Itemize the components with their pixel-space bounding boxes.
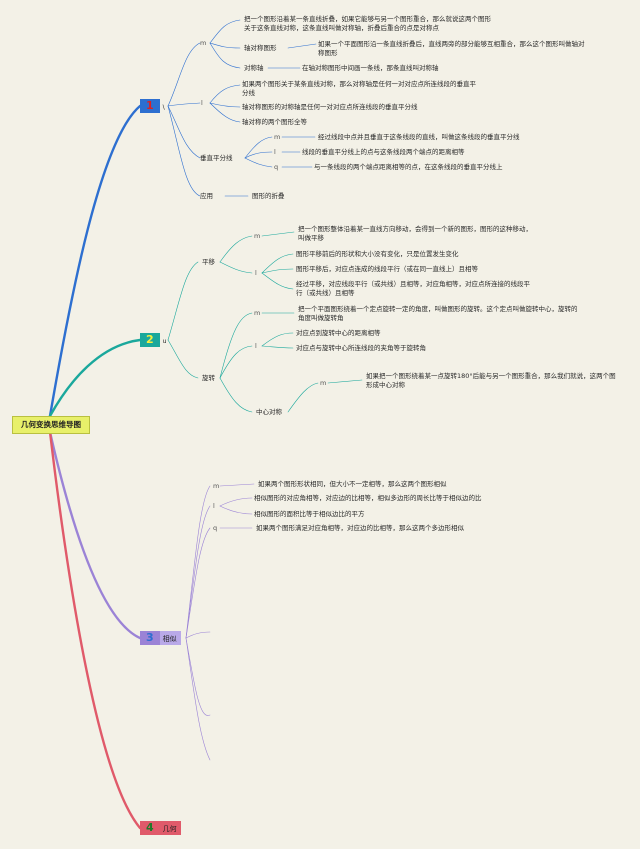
b1-axis-figure-label: 轴对称图形 [244, 44, 277, 52]
b2-translation-label: 平移 [202, 258, 215, 266]
b2-translation-property-3: 经过平移，对应线段平行（或共线）且相等，对应角相等，对应点所连接的线段平行（或共… [296, 280, 530, 297]
b3-similar-definition: 如果两个图形形状相同，但大小不一定相等，那么这两个图形相似 [258, 480, 447, 488]
b2-rot-marker-m: m [254, 309, 261, 317]
b2-translation-property-2: 图形平移后，对应点连成的线段平行（或在同一直线上）且相等 [296, 265, 478, 273]
b1-application-item: 图形的折叠 [252, 192, 285, 200]
branch-3-label: 相似 [162, 635, 177, 643]
b3-similar-criterion: 如果两个图形满足对应角相等，对应边的比相等，那么这两个多边形相似 [256, 524, 464, 532]
root-node[interactable]: 几何变换思维导图 [12, 416, 90, 434]
b1-perp-marker-m: m [274, 133, 281, 141]
branch-1-hub[interactable]: 1\ [140, 99, 165, 113]
b1-axis-label: 对称轴 [244, 64, 264, 72]
b1-application-label: 应用 [200, 192, 213, 200]
b3-similar-property-2: 相似图形的面积比等于相似边比的平方 [254, 510, 365, 518]
b3-similar-property-1: 相似图形的对应角相等，对应边的比相等，相似多边形的周长比等于相似边的比 [254, 494, 482, 502]
b2-cs-marker-m: m [320, 379, 327, 387]
b2-rotation-definition: 把一个平面图形绕着一个定点旋转一定的角度，叫做图形的旋转。这个定点叫做旋转中心，… [298, 305, 578, 322]
b1-perp-marker-q: q [274, 163, 279, 171]
b1-axis-figure-definition: 如果一个平面图形沿一条直线折叠后，直线两旁的部分能够互相重合，那么这个图形叫做轴… [318, 40, 585, 57]
b3-marker-m: m [213, 482, 220, 490]
b2-central-symmetry-label: 中心对称 [256, 408, 282, 416]
b1-perp-marker-l: l [274, 148, 276, 156]
b1-property-2: 轴对称图形的对称轴是任何一对对应点所连线段的垂直平分线 [242, 103, 418, 111]
b1-marker-m: m [200, 39, 207, 47]
b1-property-1: 如果两个图形关于某条直线对称，那么对称轴是任何一对对应点所连线段的垂直平分线 [242, 80, 476, 97]
branch-2-connector [48, 338, 142, 418]
branch-2-mark: u [162, 338, 167, 345]
branch-3-number: 3 [140, 631, 160, 645]
b2-rotation-property-1: 对应点到旋转中心的距离相等 [296, 329, 381, 337]
b3-marker-q: q [213, 524, 218, 532]
b1-marker-l: l [201, 99, 203, 107]
branch-3-connector [48, 430, 142, 640]
branch-1-connector [48, 104, 142, 418]
branch-1-mark: \ [162, 104, 165, 111]
branch-4-connector [48, 430, 142, 830]
b1-axis-definition: 在轴对称图形中间画一条线，那条直线叫对称轴 [302, 64, 439, 72]
b2-translation-definition: 把一个图形整体沿着某一直线方向移动，会得到一个新的图形，图形的这种移动，叫做平移 [298, 225, 532, 242]
b1-fold-definition: 把一个图形沿着某一条直线折叠，如果它能够与另一个图形重合，那么就说这两个图形关于… [244, 15, 491, 32]
b2-trans-marker-m: m [254, 232, 261, 240]
branch-4-number: 4 [140, 821, 160, 835]
branch-4-label: 几何 [162, 825, 177, 833]
b1-perpendicular-bisector-label: 垂直平分线 [200, 154, 233, 162]
b2-central-symmetry-definition: 如果把一个图形绕着某一点旋转180°后能与另一个图形重合，那么我们就说，这两个图… [366, 372, 616, 389]
b1-perp-item-2: 线段的垂直平分线上的点与这条线段两个端点的距离相等 [302, 148, 465, 156]
b1-property-3: 轴对称的两个图形全等 [242, 118, 307, 126]
branch-2-number: 2 [140, 333, 160, 347]
b1-perp-item-3: 与一条线段的两个端点距离相等的点，在这条线段的垂直平分线上 [314, 163, 503, 171]
branch-1-number: 1 [140, 99, 160, 113]
b2-translation-property-1: 图形平移前后的形状和大小没有变化，只是位置发生变化 [296, 250, 459, 258]
b1-perp-item-1: 经过线段中点并且垂直于这条线段的直线，叫做这条线段的垂直平分线 [318, 133, 520, 141]
b2-rotation-label: 旋转 [202, 374, 215, 382]
b2-rotation-property-2: 对应点与旋转中心所连线段的夹角等于旋转角 [296, 344, 426, 352]
b3-marker-l: l [213, 502, 215, 510]
b2-rot-marker-l: l [255, 342, 257, 350]
b2-trans-marker-l: l [255, 269, 257, 277]
